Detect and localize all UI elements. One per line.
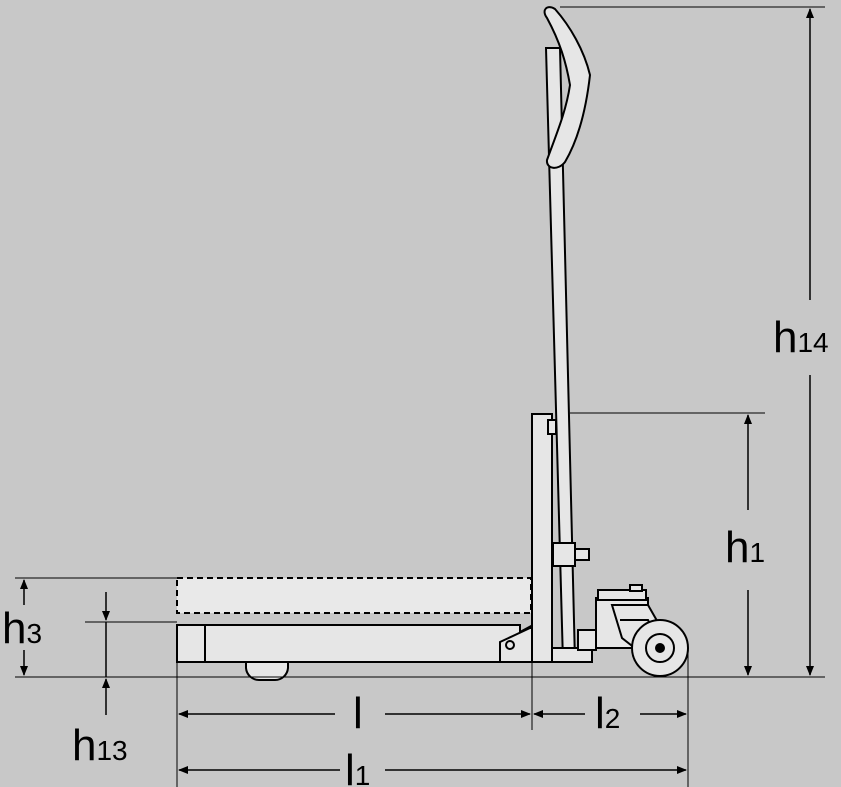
label-h14: h14 (773, 313, 829, 362)
label-l: l (353, 689, 363, 738)
load-roller (245, 661, 289, 682)
handle-grip (543, 6, 592, 169)
steering-knob (629, 584, 643, 592)
mast-cap (547, 419, 557, 435)
fork-bracket-hole (505, 640, 515, 650)
clamp-knob (574, 548, 590, 561)
steering-wheel-axle (655, 643, 665, 653)
raised-platform-outline (176, 577, 532, 614)
steering-top-plate (597, 589, 647, 601)
pallet-truck-drawing (176, 6, 689, 682)
base-block (577, 629, 597, 651)
fork-chassis (176, 624, 549, 663)
base-foot (551, 647, 593, 663)
label-h1: h1 (725, 523, 765, 572)
extension-lines (15, 6, 825, 787)
label-l2: l2 (595, 689, 620, 738)
dimension-lines (20, 7, 814, 774)
label-h3: h3 (2, 604, 42, 653)
label-l1: l1 (345, 746, 370, 787)
handle-clamp (552, 542, 576, 567)
label-h13: h13 (72, 721, 128, 770)
mast-column (531, 413, 553, 663)
